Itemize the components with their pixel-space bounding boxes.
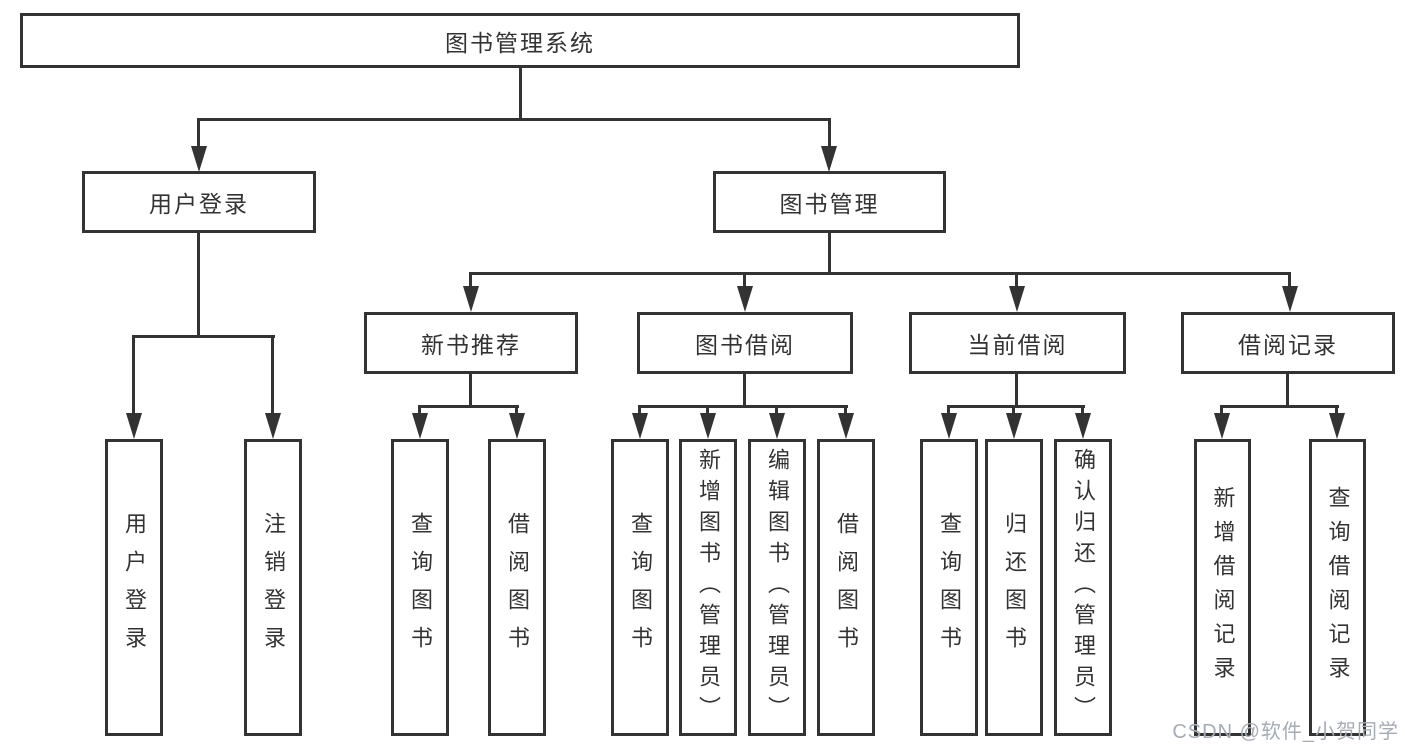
connector-line (1015, 374, 1018, 408)
node-cb-query-books-label: 查询图书 (937, 511, 962, 664)
connector-line (947, 405, 950, 416)
node-bb-query-books-label: 查询图书 (628, 511, 653, 664)
node-book-borrow: 图书借阅 (637, 312, 853, 374)
connector-line (271, 335, 274, 415)
node-bb-borrow-books-label: 借阅图书 (834, 511, 859, 664)
connector-line (1286, 374, 1289, 408)
connector-line (743, 272, 746, 288)
node-login: 用户登录 (82, 171, 316, 233)
arrowhead-icon (769, 413, 785, 439)
node-book-borrow-label: 图书借阅 (695, 332, 795, 358)
connector-line (197, 233, 200, 338)
connector-line (132, 335, 135, 415)
node-root: 图书管理系统 (20, 13, 1020, 68)
connector-line (519, 68, 522, 121)
connector-line (469, 272, 472, 288)
connector-line (469, 374, 472, 408)
node-bb-query-books: 查询图书 (611, 439, 669, 736)
arrowhead-icon (463, 286, 479, 312)
arrowhead-icon (737, 286, 753, 312)
connector-line (1012, 405, 1015, 416)
connector-line (132, 335, 275, 338)
node-nb-query-books: 查询图书 (391, 439, 449, 736)
arrowhead-icon (265, 413, 281, 439)
connector-line (828, 118, 831, 148)
connector-line (1081, 405, 1084, 416)
arrowhead-icon (191, 146, 207, 172)
connector-line (828, 233, 831, 275)
node-br-add-record: 新增借阅记录 (1194, 439, 1251, 736)
node-cb-return-books-label: 归还图书 (1002, 511, 1027, 664)
node-user-login-label: 用户登录 (122, 511, 147, 664)
node-logout-login: 注销登录 (244, 439, 302, 736)
node-br-query-record: 查询借阅记录 (1309, 439, 1366, 736)
node-cb-confirm-return: 确认归还（管理员） (1054, 439, 1112, 736)
connector-line (638, 405, 848, 408)
node-borrow-records: 借阅记录 (1181, 312, 1395, 374)
node-br-query-record-label: 查询借阅记录 (1325, 485, 1351, 690)
connector-line (469, 272, 1291, 275)
node-root-label: 图书管理系统 (445, 29, 595, 56)
node-bb-edit-books: 编辑图书（管理员） (748, 439, 806, 736)
connector-line (1288, 272, 1291, 288)
connector-line (1015, 272, 1018, 288)
node-new-book-rec-label: 新书推荐 (421, 332, 521, 358)
arrowhead-icon (941, 413, 957, 439)
node-user-login: 用户登录 (105, 439, 163, 736)
connector-line (706, 405, 709, 416)
connector-line (418, 405, 421, 416)
node-nb-borrow-books: 借阅图书 (488, 439, 546, 736)
node-br-add-record-label: 新增借阅记录 (1210, 485, 1236, 690)
arrowhead-icon (412, 413, 428, 439)
arrowhead-icon (509, 413, 525, 439)
connector-line (638, 405, 641, 416)
node-login-label: 用户登录 (149, 191, 249, 217)
node-nb-query-books-label: 查询图书 (408, 511, 433, 664)
node-nb-borrow-books-label: 借阅图书 (505, 511, 530, 664)
node-cb-query-books: 查询图书 (920, 439, 978, 736)
node-book-mgmt-label: 图书管理 (779, 191, 880, 217)
node-bb-add-books: 新增图书（管理员） (679, 439, 737, 736)
connector-line (1220, 405, 1339, 408)
arrowhead-icon (1075, 413, 1091, 439)
arrowhead-icon (700, 413, 716, 439)
arrowhead-icon (126, 413, 142, 439)
arrowhead-icon (838, 413, 854, 439)
connector-line (1220, 405, 1223, 416)
connector-line (844, 405, 847, 416)
node-current-borrow: 当前借阅 (909, 312, 1126, 374)
connector-line (1335, 405, 1338, 416)
connector-line (418, 405, 519, 408)
node-bb-borrow-books: 借阅图书 (817, 439, 875, 736)
arrowhead-icon (1006, 413, 1022, 439)
arrowhead-icon (632, 413, 648, 439)
node-logout-login-label: 注销登录 (261, 511, 286, 664)
connector-line (197, 118, 200, 148)
node-book-mgmt: 图书管理 (713, 171, 946, 233)
arrowhead-icon (1282, 286, 1298, 312)
connector-line (947, 405, 1085, 408)
connector-line (775, 405, 778, 416)
connector-line (743, 374, 746, 408)
arrowhead-icon (821, 146, 837, 172)
csdn-watermark: CSDN @软件_小贺同学 (1172, 721, 1399, 743)
connector-line (515, 405, 518, 416)
node-bb-edit-books-label: 编辑图书（管理员） (765, 448, 790, 727)
arrowhead-icon (1009, 286, 1025, 312)
arrowhead-icon (1329, 413, 1345, 439)
node-cb-return-books: 归还图书 (985, 439, 1043, 736)
node-borrow-records-label: 借阅记录 (1238, 332, 1338, 358)
node-bb-add-books-label: 新增图书（管理员） (696, 448, 721, 727)
node-new-book-rec: 新书推荐 (364, 312, 578, 374)
node-cb-confirm-return-label: 确认归还（管理员） (1071, 448, 1096, 727)
connector-line (197, 118, 831, 121)
node-current-borrow-label: 当前借阅 (967, 332, 1068, 358)
arrowhead-icon (1214, 413, 1230, 439)
